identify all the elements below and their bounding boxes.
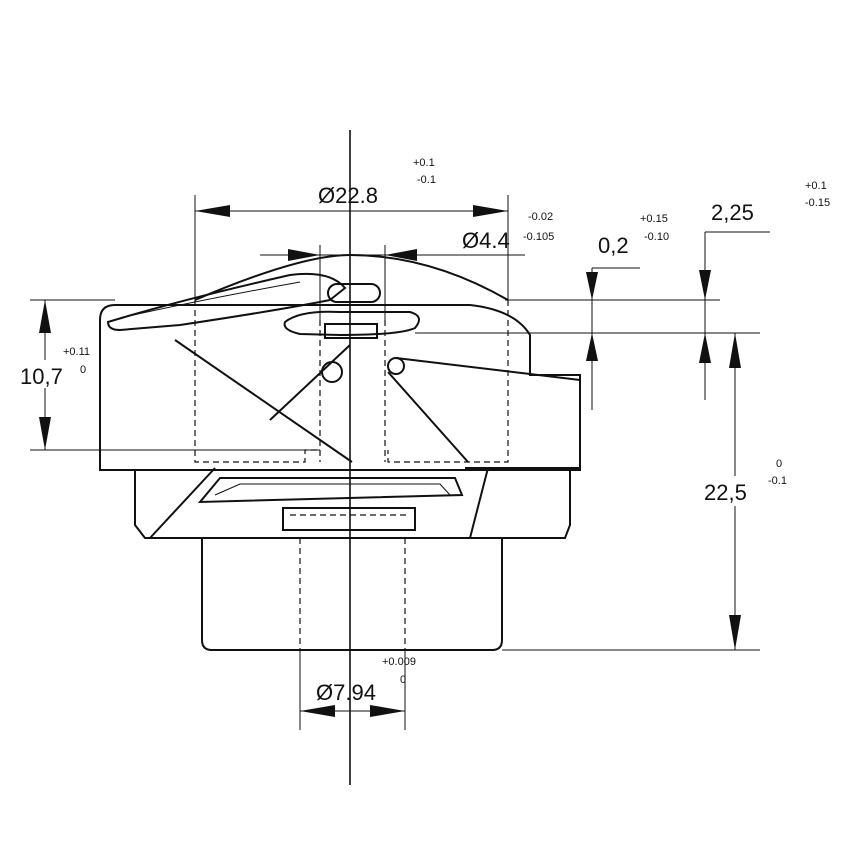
dim-4-4-label: Ø4.4 <box>462 228 510 253</box>
hidden-lines <box>194 300 509 650</box>
dimension-gap-0-2: 0,2 +0.15 -0.10 <box>586 213 669 410</box>
extension-lines <box>30 195 760 730</box>
dim-7-94-label: Ø7.94 <box>316 680 376 705</box>
dim-10-7-tol-upper: +0.11 <box>63 346 90 358</box>
dim-2-25-label: 2,25 <box>711 200 754 225</box>
dimension-dia-22-8: Ø22.8 +0.1 -0.1 <box>195 157 508 217</box>
dim-22-8-label: Ø22.8 <box>318 183 378 208</box>
dimension-dia-7-94: Ø7.94 +0.009 0 <box>300 656 416 717</box>
dim-0-2-tol-lower: -0.10 <box>644 231 669 243</box>
dim-22-5-label: 22,5 <box>704 480 747 505</box>
dim-10-7-tol-lower: 0 <box>80 364 86 376</box>
dim-22-5-tol-lower: -0.1 <box>768 475 787 487</box>
dim-4-4-tol-upper: -0.02 <box>528 211 553 223</box>
dim-7-94-tol-upper: +0.009 <box>382 656 416 668</box>
dim-0-2-tol-upper: +0.15 <box>640 213 668 225</box>
dim-22-8-tol-lower: -0.1 <box>417 174 436 186</box>
dim-0-2-label: 0,2 <box>598 233 629 258</box>
dim-7-94-tol-lower: 0 <box>400 674 406 686</box>
dimension-height-22-5: 22,5 0 -0.1 <box>700 333 787 650</box>
dim-2-25-tol-lower: -0.15 <box>805 197 830 209</box>
dim-22-5-tol-upper: 0 <box>776 458 782 470</box>
dimension-depth-2-25: 2,25 +0.1 -0.15 <box>699 180 830 400</box>
dimension-height-10-7: 10,7 +0.11 0 <box>18 300 90 450</box>
dimension-dia-4-4: Ø4.4 -0.02 -0.105 <box>260 211 554 261</box>
dim-10-7-label: 10,7 <box>20 364 63 389</box>
dim-22-8-tol-upper: +0.1 <box>413 157 435 169</box>
dim-2-25-tol-upper: +0.1 <box>805 180 827 192</box>
dim-4-4-tol-lower: -0.105 <box>523 231 554 243</box>
